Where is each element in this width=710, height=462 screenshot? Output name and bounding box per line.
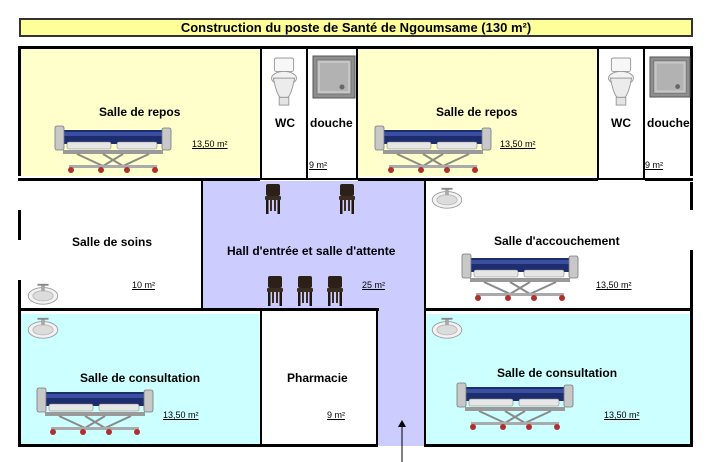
label-hall: Hall d'entrée et salle d'attente xyxy=(227,244,396,258)
room-hall xyxy=(203,181,424,308)
label-salle-de-consultation-left: Salle de consultation xyxy=(80,371,201,385)
area-salle-de-repos-right: 13,50 m² xyxy=(500,139,536,149)
label-salle-de-consultation-right: Salle de consultation xyxy=(497,366,618,380)
sink-icon xyxy=(430,186,464,210)
hospital-bed-icon xyxy=(368,124,498,174)
area-wc-douche-right: 9 m² xyxy=(645,160,663,170)
label-salle-d-accouchement: Salle d'accouchement xyxy=(494,234,620,248)
label-douche-right: douche xyxy=(647,116,690,130)
page-title: Construction du poste de Santé de Ngoums… xyxy=(19,18,693,37)
area-salle-de-consultation-right: 13,50 m² xyxy=(604,410,640,420)
chair-icon xyxy=(261,183,285,215)
room-salle-de-consultation-left xyxy=(21,314,260,446)
hospital-bed-icon xyxy=(48,124,178,174)
hospital-bed-icon xyxy=(30,386,160,436)
label-wc-left: WC xyxy=(275,116,295,130)
area-salle-de-repos-left: 13,50 m² xyxy=(192,139,228,149)
area-salle-d-accouchement: 13,50 m² xyxy=(596,280,632,290)
room-salle-de-repos-left xyxy=(21,49,260,176)
label-wc-right: WC xyxy=(611,116,631,130)
entrance-arrow-icon xyxy=(398,420,406,462)
label-salle-de-soins: Salle de soins xyxy=(72,235,153,249)
area-pharmacie: 9 m² xyxy=(327,410,345,420)
toilet-icon xyxy=(268,57,300,107)
hospital-bed-icon xyxy=(455,252,585,302)
area-salle-de-soins: 10 m² xyxy=(132,280,156,290)
sink-icon xyxy=(430,316,464,340)
area-hall: 25 m² xyxy=(362,280,386,290)
label-pharmacie: Pharmacie xyxy=(287,371,348,385)
hospital-bed-icon xyxy=(450,381,580,431)
chair-icon xyxy=(335,183,359,215)
area-salle-de-consultation-left: 13,50 m² xyxy=(163,410,199,420)
label-salle-de-repos-right: Salle de repos xyxy=(436,105,518,119)
sink-icon xyxy=(26,282,60,306)
label-salle-de-repos-left: Salle de repos xyxy=(99,105,181,119)
chair-icon xyxy=(323,275,347,307)
sink-icon xyxy=(26,316,60,340)
label-douche-left: douche xyxy=(310,116,353,130)
shower-tray-icon xyxy=(649,54,691,100)
chair-icon xyxy=(293,275,317,307)
toilet-icon xyxy=(605,57,637,107)
chair-icon xyxy=(263,275,287,307)
shower-tray-icon xyxy=(312,54,356,100)
area-wc-douche-left: 9 m² xyxy=(309,160,327,170)
